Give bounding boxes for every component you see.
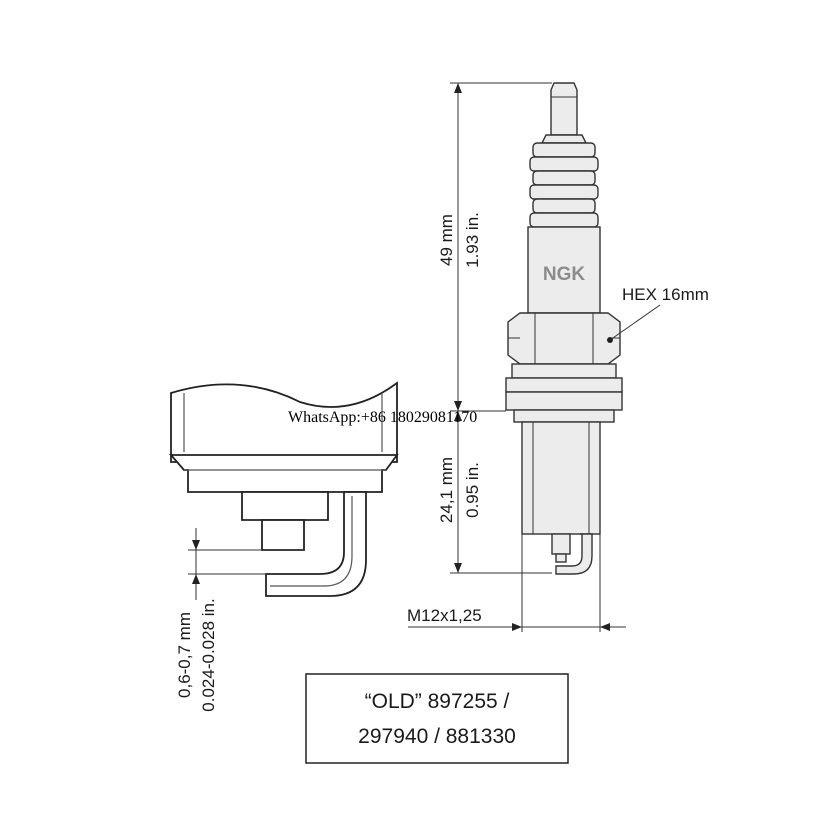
reach-dimension: 24,1 mm 0.95 in. [437,457,482,523]
overall-length-metric: 49 mm [437,214,456,266]
ground-electrode [555,533,593,575]
thread-dimension: M12x1,25 [407,534,626,632]
shell-cutaway [170,381,398,463]
watermark-text: WhatsApp:+86 18029081170 [288,409,477,426]
threaded-shell [521,421,601,535]
hex-label-group: HEX 16mm [607,285,709,343]
thread-label: M12x1,25 [407,606,482,625]
hex-label: HEX 16mm [622,285,709,304]
part-number-box: “OLD” 897255 / 297940 / 881330 [305,673,569,764]
detail-ground-electrode [265,491,367,597]
insulator-tip [241,491,329,521]
part-numbers-line2: 297940 / 881330 [358,725,516,748]
reach-imperial: 0.95 in. [463,462,482,518]
reach-metric: 24,1 mm [437,457,456,523]
hex-nut [507,312,621,365]
ngk-logo: NGK [543,264,586,285]
gap-metric: 0,6-0,7 mm [175,612,194,698]
overall-length-dimension: 49 mm 1.93 in. [437,82,552,574]
overall-length-imperial: 1.93 in. [463,212,482,268]
terminal-nut [550,82,578,136]
gasket [505,391,623,411]
gap-imperial: 0.024-0.028 in. [199,598,218,711]
spark-plug: NGK [505,82,623,575]
insulator-ribs [529,142,599,228]
center-electrode [551,533,571,555]
electrode-gap-detail: 0,6-0,7 mm 0.024-0.028 in. [169,381,399,712]
detail-center-electrode [261,519,305,551]
part-numbers-line1: “OLD” 897255 / [365,690,510,713]
